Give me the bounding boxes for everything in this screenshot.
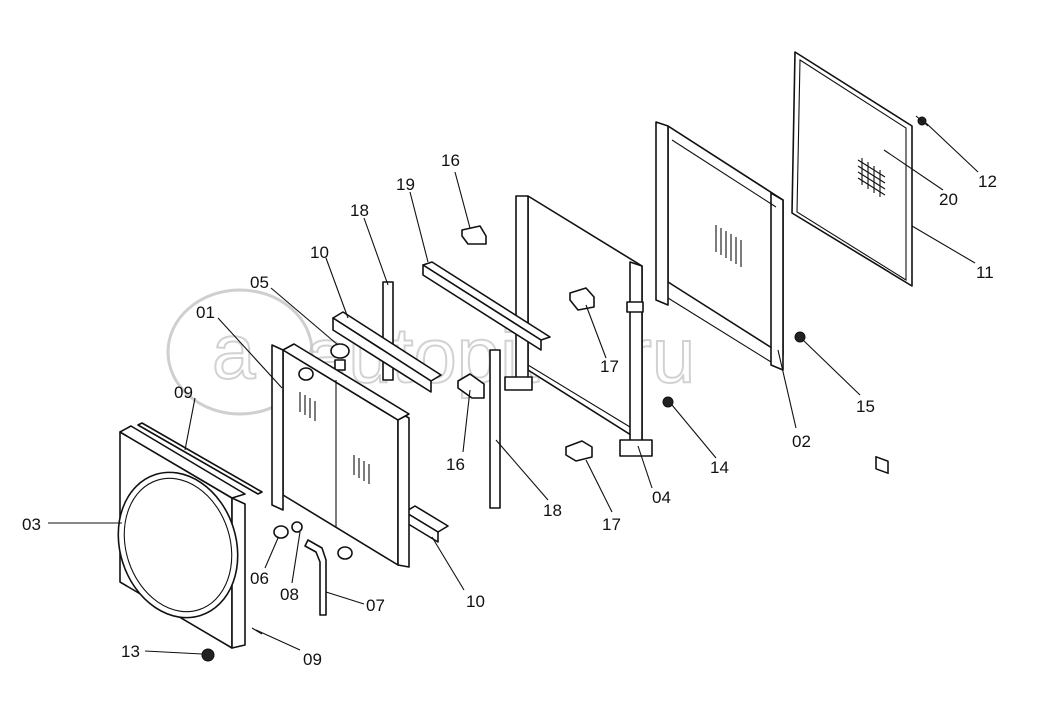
part-15-bolt <box>794 331 806 343</box>
part-16-block-upper <box>461 225 487 245</box>
part-09-seal-upper <box>137 422 263 495</box>
callout-labels: 01 02 03 04 05 06 07 08 09 09 10 10 11 1… <box>22 151 997 669</box>
part-10-bar-lower <box>404 505 449 543</box>
callout-08: 08 <box>280 585 299 604</box>
part-08-clamp <box>291 521 303 533</box>
callout-13: 13 <box>121 642 140 661</box>
callout-09-lower: 09 <box>303 650 322 669</box>
part-04-frame <box>504 195 653 457</box>
callout-14: 14 <box>710 458 729 477</box>
mesh-pattern <box>857 158 886 197</box>
callout-04: 04 <box>652 488 671 507</box>
callout-17-upper: 17 <box>600 357 619 376</box>
part-20-knob <box>875 455 889 475</box>
callout-18-lower: 18 <box>543 501 562 520</box>
part-05-cap <box>330 343 350 371</box>
callout-17-lower: 17 <box>602 515 621 534</box>
part-19-bar <box>422 261 551 351</box>
part-18-post-lower <box>489 349 501 509</box>
mesh-pattern-02 <box>715 225 742 267</box>
callout-16-upper: 16 <box>441 151 460 170</box>
callout-10-upper: 10 <box>310 243 329 262</box>
callout-10-lower: 10 <box>466 592 485 611</box>
callout-05: 05 <box>250 273 269 292</box>
part-17-block-upper <box>569 287 595 311</box>
callout-02: 02 <box>792 432 811 451</box>
callout-09-upper: 09 <box>174 383 193 402</box>
callout-18-upper: 18 <box>350 201 369 220</box>
callout-11: 11 <box>976 263 994 282</box>
part-13-bolt <box>201 648 215 662</box>
leader-lines <box>48 122 979 655</box>
part-17-block-lower <box>565 440 593 462</box>
callout-19: 19 <box>396 175 415 194</box>
part-02-frame <box>655 121 784 371</box>
callout-12: 12 <box>978 172 997 191</box>
mesh-pattern-01 <box>299 392 370 484</box>
callout-16-lower: 16 <box>446 455 465 474</box>
part-10-bar-upper <box>332 311 442 393</box>
part-03-fan-shroud <box>117 425 246 649</box>
callout-01: 01 <box>196 303 215 322</box>
part-06-drain-plug <box>273 525 289 539</box>
watermark-logo: a <box>212 307 256 395</box>
part-14-bolt <box>662 396 674 408</box>
part-12-wing-nut <box>915 115 929 127</box>
watermark-logo-ring <box>166 288 314 416</box>
part-16-block-lower <box>457 373 485 399</box>
part-11-screen <box>791 51 913 287</box>
callout-07: 07 <box>366 596 385 615</box>
callout-20: 20 <box>939 190 958 209</box>
callout-03: 03 <box>22 515 41 534</box>
callout-15: 15 <box>856 397 875 416</box>
callout-06: 06 <box>250 569 269 588</box>
part-07-hose <box>304 539 327 616</box>
